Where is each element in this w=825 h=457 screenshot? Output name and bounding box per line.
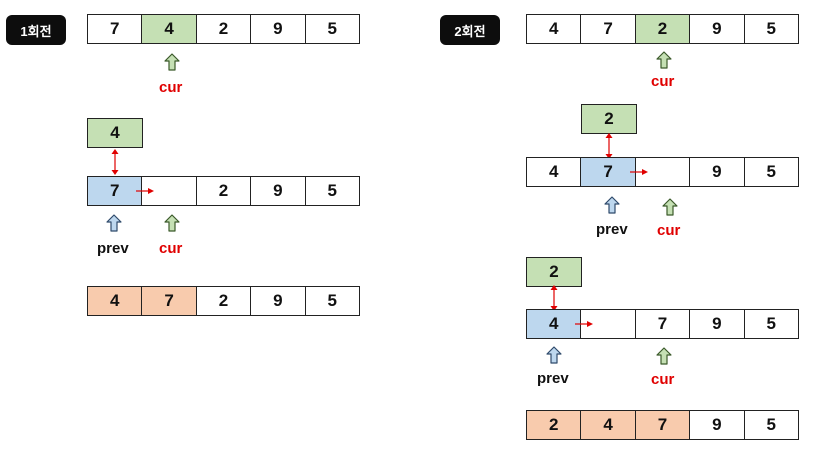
- cur-pointer-arrow-icon: [662, 198, 678, 216]
- array-cell: 9: [689, 309, 745, 339]
- round-1-result-array: 4 7 2 9 5: [87, 286, 360, 316]
- array-cell: 5: [743, 309, 799, 339]
- cur-label: cur: [651, 73, 675, 90]
- round-2-compare-array-2: 4 7 9 5: [526, 309, 799, 339]
- sorted-cell: 4: [87, 286, 143, 316]
- array-cell: 5: [743, 157, 799, 187]
- array-cell: 5: [743, 410, 799, 440]
- prev-cell: 7: [87, 176, 143, 206]
- lifted-key-cell: 2: [526, 257, 582, 287]
- array-cell: 2: [195, 176, 252, 206]
- array-cell: 9: [250, 286, 306, 316]
- array-cell: 5: [304, 286, 360, 316]
- prev-label: prev: [537, 370, 569, 387]
- swap-arrow-icon: [110, 149, 120, 175]
- cur-label: cur: [651, 371, 675, 388]
- round-2-result-array: 2 4 7 9 5: [526, 410, 799, 440]
- cur-label: cur: [159, 79, 183, 96]
- current-cell: 2: [634, 14, 691, 44]
- round-2-compare-array-1: 4 7 9 5: [526, 157, 799, 187]
- prev-cell: 4: [526, 309, 582, 339]
- prev-pointer-arrow-icon: [546, 346, 562, 364]
- prev-label: prev: [596, 221, 628, 238]
- array-cell: 9: [250, 176, 306, 206]
- array-cell: 4: [526, 157, 582, 187]
- prev-pointer-arrow-icon: [604, 196, 620, 214]
- sorted-cell: 7: [141, 286, 197, 316]
- current-cell: 4: [141, 14, 197, 44]
- array-cell: 5: [743, 14, 799, 44]
- round-1-compare-array: 7 2 9 5: [87, 176, 360, 206]
- lifted-key-cell: 2: [581, 104, 637, 134]
- cur-label: cur: [657, 222, 681, 239]
- cur-pointer-arrow-icon: [656, 347, 672, 365]
- sorted-cell: 7: [634, 410, 691, 440]
- array-cell: 5: [304, 176, 360, 206]
- prev-label: prev: [97, 240, 129, 257]
- array-cell: 7: [87, 14, 143, 44]
- array-cell: 9: [689, 157, 745, 187]
- array-cell: 2: [195, 14, 252, 44]
- array-cell: 9: [689, 410, 745, 440]
- round-1-badge: 1회전: [6, 15, 66, 45]
- prev-pointer-arrow-icon: [106, 214, 122, 232]
- cur-pointer-arrow-icon: [656, 51, 672, 69]
- sorted-cell: 2: [526, 410, 582, 440]
- array-cell: 5: [304, 14, 360, 44]
- cur-pointer-arrow-icon: [164, 214, 180, 232]
- lifted-key-cell: 4: [87, 118, 143, 148]
- array-cell: 9: [689, 14, 745, 44]
- array-cell: 2: [195, 286, 252, 316]
- cur-pointer-arrow-icon: [164, 53, 180, 71]
- swap-arrow-icon: [604, 133, 614, 159]
- sorted-cell: 4: [580, 410, 636, 440]
- shift-right-arrow-icon: [136, 187, 154, 195]
- round-2-badge: 2회전: [440, 15, 500, 45]
- array-cell: 9: [250, 14, 306, 44]
- array-cell: 4: [526, 14, 582, 44]
- shift-right-arrow-icon: [630, 168, 648, 176]
- round-2-initial-array: 4 7 2 9 5: [526, 14, 799, 44]
- cur-label: cur: [159, 240, 183, 257]
- round-1-initial-array: 7 4 2 9 5: [87, 14, 360, 44]
- array-cell: 7: [580, 14, 636, 44]
- prev-cell: 7: [580, 157, 636, 187]
- array-cell: 7: [634, 309, 691, 339]
- shift-right-arrow-icon: [575, 320, 593, 328]
- swap-arrow-icon: [549, 285, 559, 311]
